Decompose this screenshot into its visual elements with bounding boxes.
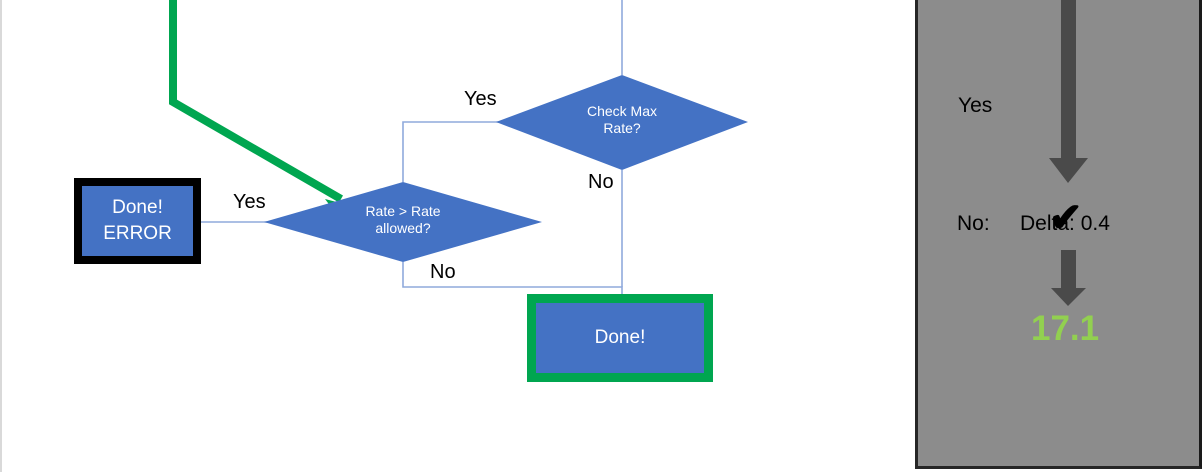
panel-result-value: 17.1 bbox=[1031, 309, 1100, 348]
node-done-error[interactable]: Done! ERROR bbox=[74, 178, 201, 264]
edge-label-no-from-checkmax: No bbox=[588, 171, 614, 193]
flowchart-graphics bbox=[169, 0, 748, 296]
flowchart-canvas: Rate > Rate allowed? Check Max Rate? Don… bbox=[0, 0, 748, 472]
edge-label-no-from-rate: No bbox=[430, 261, 456, 283]
edge-label-yes-to-checkmax: Yes bbox=[464, 88, 497, 110]
node-done-label: Done! bbox=[594, 327, 646, 348]
side-panel-graphics bbox=[1049, 0, 1088, 306]
edge-label-yes-to-error: Yes bbox=[233, 191, 266, 213]
node-checkmax-diamond bbox=[496, 75, 748, 170]
node-done[interactable]: Done! bbox=[527, 294, 713, 382]
node-done-error-line2: ERROR bbox=[103, 223, 172, 244]
highlight-path-green bbox=[169, 0, 344, 203]
connector-rate-to-checkmax bbox=[402, 121, 510, 182]
panel-no-label: No: bbox=[957, 212, 990, 235]
side-panel: Yes No: Delta: 0.4 ✔ 17.1 bbox=[915, 0, 1202, 469]
left-edge-rule bbox=[0, 0, 2, 472]
node-rate-diamond bbox=[264, 182, 542, 262]
connector-rate-to-done bbox=[402, 262, 623, 296]
panel-arrow-bottom bbox=[1051, 250, 1086, 306]
panel-yes-label: Yes bbox=[958, 94, 993, 117]
panel-arrow-top bbox=[1049, 0, 1088, 183]
node-done-error-line1: Done! bbox=[112, 197, 163, 218]
checkmark-icon: ✔ bbox=[1049, 196, 1083, 240]
panel-delta-value: Delta: 0.4 bbox=[1020, 212, 1110, 235]
